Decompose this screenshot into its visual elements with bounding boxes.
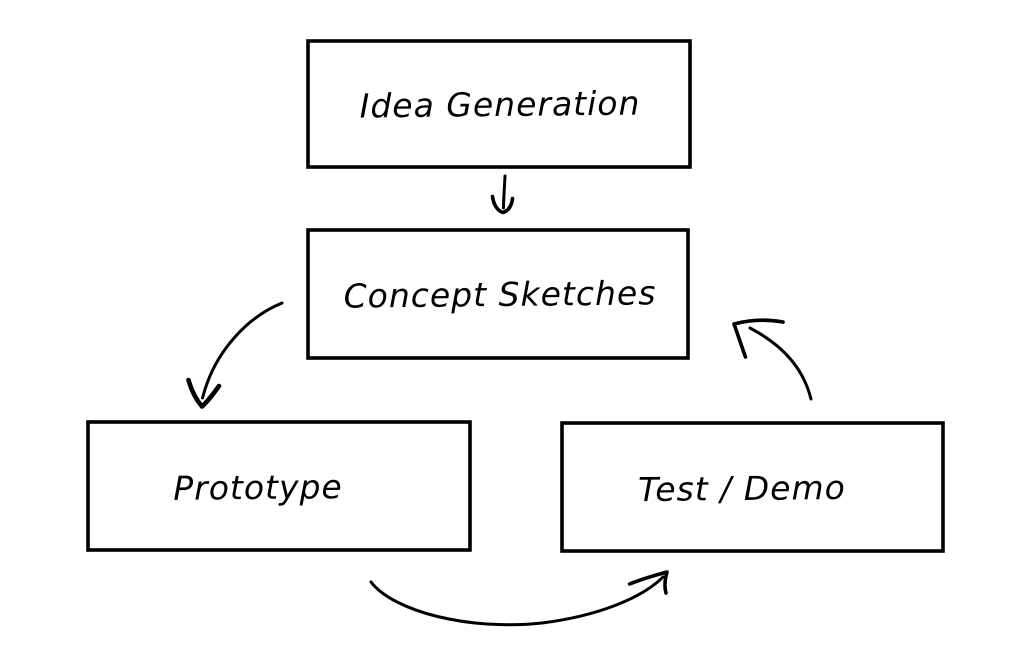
node-prototype: Prototype	[86, 420, 472, 552]
down-arrow-shaft	[502, 174, 507, 210]
idea-generation-box	[306, 39, 692, 169]
up-curve-arrowhead-icon	[732, 318, 785, 359]
left-curve-shaft	[201, 301, 284, 400]
node-idea-generation: Idea Generation	[306, 39, 692, 169]
left-curve-arrowhead-icon	[186, 377, 222, 409]
test-demo-label: Test / Demo	[638, 468, 846, 509]
idea-generation-label: Idea Generation	[359, 84, 640, 126]
edge-prototype-to-test	[369, 570, 669, 627]
concept-sketches-label: Concept Sketches	[343, 273, 656, 315]
bottom-curve-shaft	[369, 575, 665, 627]
up-curve-shaft	[748, 326, 813, 401]
prototype-label: Prototype	[173, 467, 343, 508]
concept-sketches-box	[306, 228, 690, 360]
bottom-curve-arrowhead-icon	[627, 570, 669, 595]
test-demo-box	[560, 421, 945, 553]
prototype-box	[86, 420, 472, 552]
node-test-demo: Test / Demo	[560, 421, 945, 553]
edge-test-to-concept	[732, 318, 813, 401]
node-concept-sketches: Concept Sketches	[306, 228, 690, 360]
edge-concept-to-prototype	[186, 301, 284, 409]
down-arrowhead-icon	[490, 194, 515, 215]
edge-idea-to-concept	[490, 174, 515, 215]
